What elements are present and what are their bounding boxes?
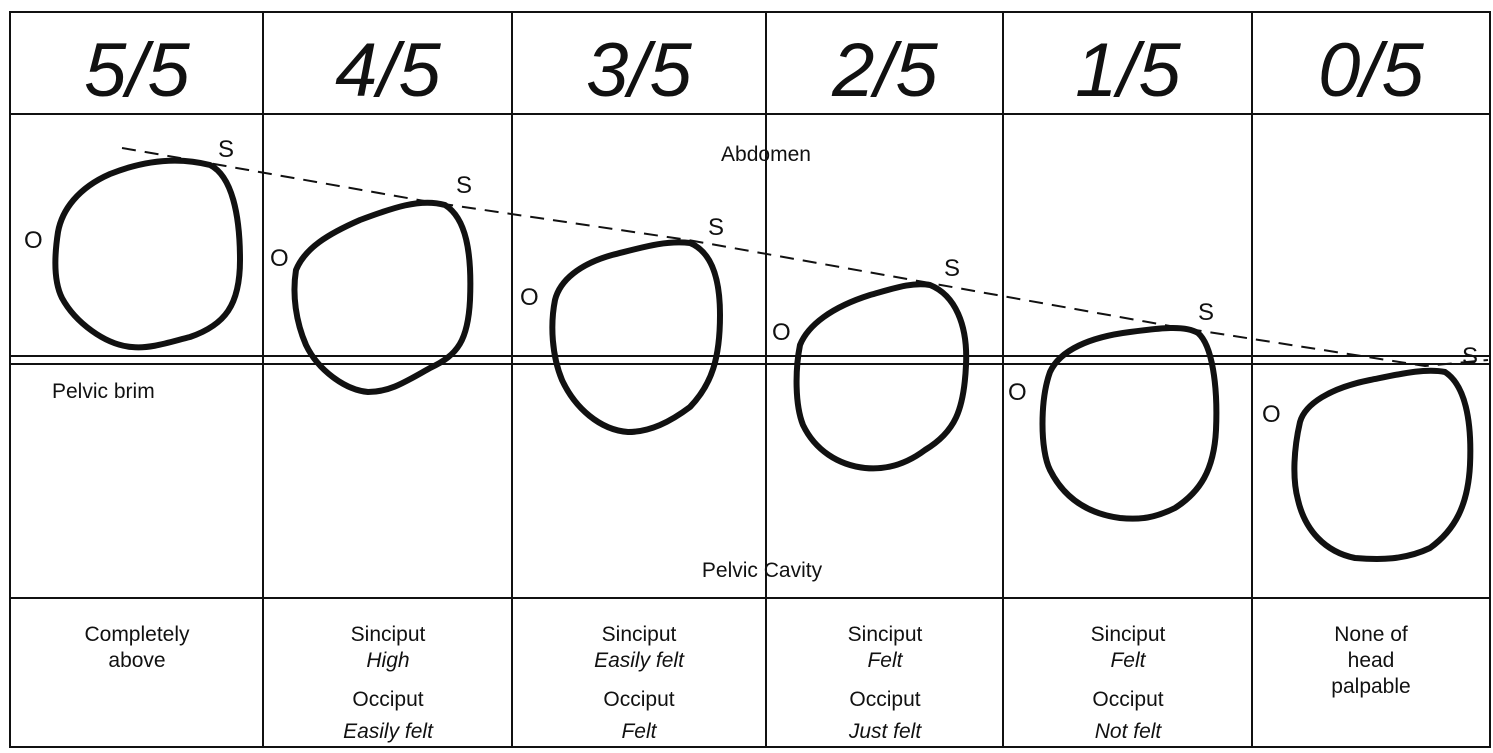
occiput-marker: O xyxy=(24,227,43,254)
description-line: Occiput xyxy=(603,688,674,711)
sinciput-marker: S xyxy=(1462,343,1478,370)
table-border xyxy=(9,11,1491,748)
description-line: head xyxy=(1348,649,1395,672)
fraction-headers: 5/5 4/5 3/5 2/5 1/5 0/5 xyxy=(84,28,1424,113)
description-line: palpable xyxy=(1331,675,1410,698)
pelvic-brim-label: Pelvic brim xyxy=(52,380,155,403)
fraction-label: 3/5 xyxy=(586,28,692,113)
description-line: Sinciput xyxy=(351,623,426,646)
description-line: above xyxy=(108,649,165,672)
fetal-head-outline xyxy=(52,157,243,351)
description-line: Occiput xyxy=(849,688,920,711)
description-line: Sinciput xyxy=(848,623,923,646)
abdomen-label: Abdomen xyxy=(721,143,811,166)
description-line: Sinciput xyxy=(1091,623,1166,646)
description-line: Occiput xyxy=(352,688,423,711)
description-line: Occiput xyxy=(1092,688,1163,711)
description-line: Easily felt xyxy=(594,649,685,672)
description-line: Felt xyxy=(867,649,903,672)
description-line: Easily felt xyxy=(343,720,434,743)
occiput-marker: O xyxy=(772,319,791,346)
fraction-label: 1/5 xyxy=(1075,28,1181,113)
sinciput-trend-line xyxy=(121,147,1489,368)
fetal-head-outline xyxy=(793,281,970,472)
occiput-marker: O xyxy=(520,284,539,311)
table-grid xyxy=(9,11,1491,748)
pelvic-brim-line xyxy=(10,355,1490,365)
fetal-head-outline xyxy=(1291,367,1474,562)
description-line: Sinciput xyxy=(602,623,677,646)
head-markers: O S O S O S O S O S O S xyxy=(24,136,1478,428)
pelvic-cavity-label: Pelvic Cavity xyxy=(702,559,823,582)
fetal-head-outline xyxy=(1039,324,1220,522)
fetal-head-outline xyxy=(549,239,723,435)
fraction-label: 5/5 xyxy=(84,28,190,113)
fraction-label: 0/5 xyxy=(1318,28,1424,113)
fetal-heads xyxy=(52,157,1474,562)
description-line: None of xyxy=(1334,623,1408,646)
sinciput-marker: S xyxy=(456,172,472,199)
description-line: High xyxy=(366,649,409,672)
occiput-marker: O xyxy=(270,245,289,272)
sinciput-marker: S xyxy=(1198,299,1214,326)
occiput-marker: O xyxy=(1262,401,1281,428)
description-line: Felt xyxy=(621,720,657,743)
description-line: Just felt xyxy=(848,720,923,743)
sinciput-marker: S xyxy=(944,255,960,282)
occiput-marker: O xyxy=(1008,379,1027,406)
sinciput-marker: S xyxy=(708,214,724,241)
fetal-head-outline xyxy=(291,199,474,395)
description-line: Felt xyxy=(1110,649,1146,672)
description-line: Completely xyxy=(84,623,190,646)
sinciput-marker: S xyxy=(218,136,234,163)
fraction-label: 4/5 xyxy=(335,28,441,113)
column-descriptions: Completely above Sinciput High Occiput E… xyxy=(84,623,1410,743)
description-line: Not felt xyxy=(1095,720,1163,743)
fraction-label: 2/5 xyxy=(831,28,938,113)
